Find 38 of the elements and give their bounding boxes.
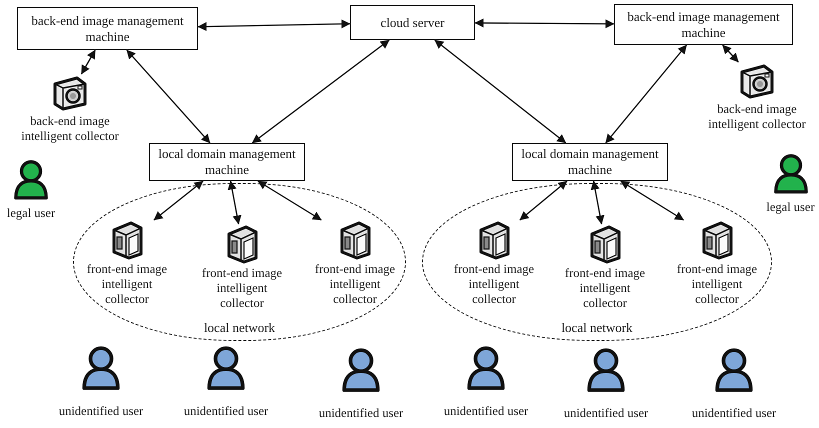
node-label: back-end image intelligent collector (20, 114, 120, 144)
process-box: back-end image management machine (614, 4, 793, 45)
arrow (154, 180, 204, 220)
arrow (258, 180, 322, 221)
node-label: unidentified user (58, 404, 144, 420)
arrow (474, 18, 614, 28)
arrow (228, 180, 242, 224)
arrow (434, 39, 566, 144)
arrow (605, 44, 688, 144)
arrow (519, 180, 568, 220)
arrow (252, 39, 390, 144)
node-label: front-end image intelligent collector (86, 262, 168, 306)
node-label: front-end image intelligent collector (676, 262, 758, 306)
node-label: unidentified user (564, 406, 648, 422)
network-boundary (73, 183, 406, 341)
network-label: local network (204, 320, 276, 336)
node-label: legal user (6, 206, 56, 221)
node-label: back-end image intelligent collector (707, 102, 807, 132)
process-box: local domain management machine (512, 143, 668, 181)
arrow (126, 50, 210, 144)
arrow (198, 19, 350, 32)
node-label: unidentified user (692, 406, 776, 422)
arrow (620, 180, 684, 221)
node-label: front-end image intelligent collector (314, 262, 396, 306)
arrow (722, 44, 739, 62)
process-box: local domain management machine (149, 143, 305, 181)
arrow (590, 180, 604, 224)
process-box: back-end image management machine (17, 7, 198, 50)
node-label: front-end image intelligent collector (452, 262, 536, 306)
node-label: unidentified user (184, 404, 268, 420)
node-label: legal user (766, 200, 815, 215)
node-label: front-end image intelligent collector (200, 266, 284, 310)
process-box: cloud server (350, 5, 475, 40)
network-label: local network (561, 320, 633, 336)
node-label: unidentified user (318, 406, 404, 422)
node-label: front-end image intelligent collector (564, 266, 646, 310)
node-label: unidentified user (444, 404, 528, 420)
arrow (80, 50, 96, 74)
